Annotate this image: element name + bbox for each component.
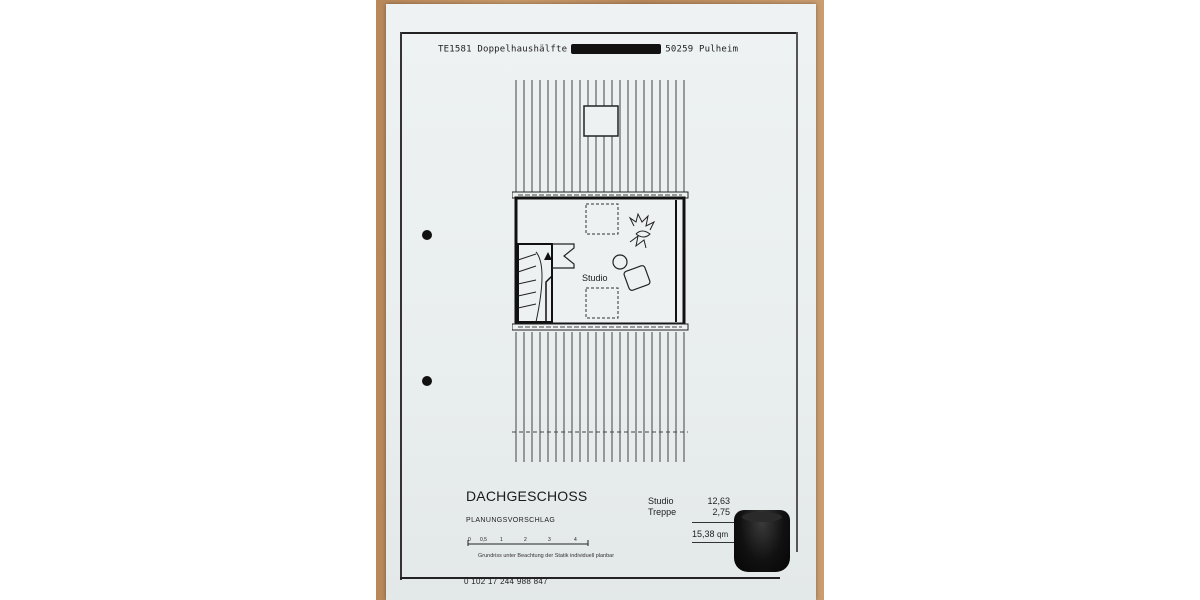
area-value: 12,63 xyxy=(707,496,730,506)
plan-note: Grundriss unter Beachtung der Statik ind… xyxy=(478,553,615,559)
header-suffix: 50259 Pulheim xyxy=(665,44,739,55)
floor-plan-sheet: TE1581 Doppelhaushälfte 50259 Pulheim xyxy=(386,4,816,600)
roof-tiles-lower xyxy=(512,332,688,462)
staircase xyxy=(517,243,553,323)
area-table: Studio 12,63 Treppe 2,75 15,38 qm xyxy=(644,496,744,543)
scale-tick-3: 2 xyxy=(524,537,527,543)
wall-band-lower xyxy=(512,323,689,331)
document-header: TE1581 Doppelhaushälfte 50259 Pulheim xyxy=(438,44,738,55)
plan-title: DACHGESCHOSS xyxy=(466,488,588,504)
punch-hole-lower xyxy=(422,376,432,386)
frame-line-bottom xyxy=(400,577,780,579)
total-underline xyxy=(692,542,734,543)
sum-line xyxy=(692,522,734,523)
armchair xyxy=(612,254,651,291)
total-value: 15,38 xyxy=(692,529,715,539)
plant-sketch xyxy=(628,212,656,249)
total-unit: qm xyxy=(717,530,729,539)
header-prefix: TE1581 Doppelhaushälfte xyxy=(438,44,568,55)
area-row-treppe: Treppe 2,75 xyxy=(644,507,744,518)
attic-floor-plan: Studio xyxy=(512,80,689,462)
roof-tiles-upper xyxy=(515,80,685,194)
cap-rim xyxy=(742,512,782,522)
area-value: 2,75 xyxy=(712,507,730,517)
document-number: 0 102 17 244 988 847 xyxy=(464,577,548,586)
scale-tick-2: 1 xyxy=(500,537,503,543)
scale-bar: 0 0,5 1 2 3 4 xyxy=(467,537,589,546)
frame-line-right xyxy=(796,32,798,552)
frame-line-top xyxy=(400,32,798,34)
scale-tick-5: 4 xyxy=(574,537,577,543)
area-total: 15,38 qm xyxy=(692,529,728,539)
scale-tick-4: 3 xyxy=(548,537,551,543)
scale-tick-0: 0 xyxy=(468,537,471,543)
area-label: Treppe xyxy=(648,507,677,517)
roof-window xyxy=(583,105,619,137)
redaction-bar xyxy=(571,44,662,54)
scale-tick-1: 0,5 xyxy=(480,537,487,543)
punch-hole-upper xyxy=(422,230,432,240)
plan-subtitle: PLANUNGSVORSCHLAG xyxy=(466,517,556,524)
room-label-studio: Studio xyxy=(582,273,608,283)
frame-line-left xyxy=(400,32,402,580)
area-label: Studio xyxy=(648,496,674,506)
stair-railing xyxy=(552,243,575,269)
area-row-studio: Studio 12,63 xyxy=(644,496,744,507)
